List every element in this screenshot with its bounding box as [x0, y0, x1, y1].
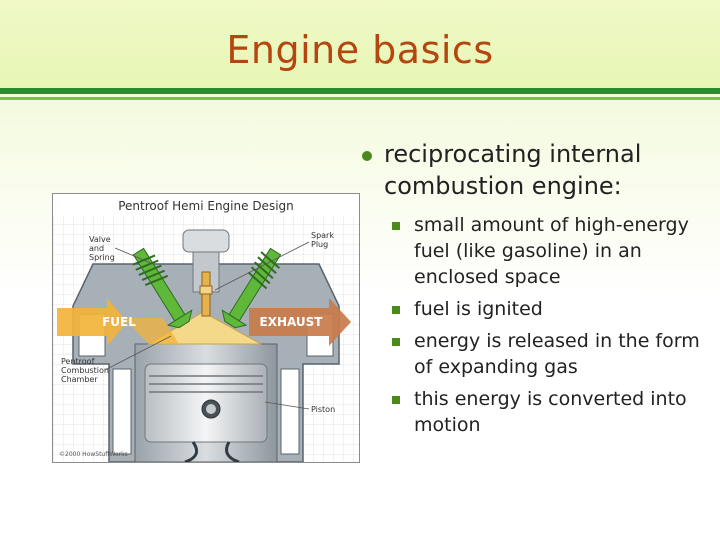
- chamber-leader: [104, 335, 172, 371]
- valve-cover: [182, 229, 230, 253]
- sub-bullet-item: fuel is ignited: [392, 296, 710, 322]
- spark-plug-leader: [214, 241, 310, 291]
- piston-label: Piston: [311, 405, 335, 414]
- title-band: [0, 0, 720, 90]
- fuel-label: FUEL: [102, 315, 136, 329]
- piston-pin-center: [206, 404, 216, 414]
- rod-right: [225, 441, 240, 462]
- diagram-header: [53, 194, 359, 216]
- sub-bullet-marker: [392, 396, 400, 404]
- sub-bullet-item: energy is released in the form of expand…: [392, 328, 710, 380]
- sub-bullet-text: energy is released in the form of expand…: [414, 330, 700, 378]
- diagram-title: Pentroof Hemi Engine Design: [118, 199, 294, 213]
- main-bullet-text: reciprocating internal combustion engine…: [384, 140, 642, 200]
- combustion-chamber: [147, 311, 262, 345]
- spark-plug-hex: [199, 285, 213, 295]
- rod-left: [184, 441, 199, 462]
- valve-spring-leader: [114, 247, 154, 265]
- fuel-flow: [123, 318, 179, 344]
- sub-bullet-list: small amount of high-energy fuel (like g…: [360, 212, 710, 438]
- title-rule-thin: [0, 97, 720, 100]
- exhaust-arrow: [249, 298, 351, 346]
- main-bullet-dot: [362, 151, 372, 161]
- jacket-lower-left: [112, 368, 132, 455]
- sub-bullet-text: fuel is ignited: [414, 298, 543, 320]
- sub-bullet-marker: [392, 306, 400, 314]
- sub-bullet-item: small amount of high-energy fuel (like g…: [392, 212, 710, 290]
- sub-bullet-marker: [392, 338, 400, 346]
- title-rule-thick: [0, 88, 720, 94]
- main-bullet: reciprocating internal combustion engine…: [360, 138, 710, 202]
- engine-diagram-svg: Pentroof Hemi Engine Design: [53, 194, 359, 462]
- sub-bullet-text: this energy is converted into motion: [414, 388, 687, 436]
- bullet-list: reciprocating internal combustion engine…: [360, 138, 710, 444]
- jacket-lower-right: [280, 368, 300, 455]
- engine-diagram: Pentroof Hemi Engine Design: [52, 193, 360, 463]
- sub-bullet-marker: [392, 222, 400, 230]
- piston-leader: [264, 401, 310, 410]
- sub-bullet-text: small amount of high-energy fuel (like g…: [414, 214, 689, 288]
- valve-spring-label: Valve and Spring: [89, 235, 115, 262]
- intake-valve: [132, 247, 193, 329]
- spark-plug-label: Spark Plug: [311, 231, 337, 249]
- diagram-credit: ©2000 HowStuffWorks: [59, 451, 128, 458]
- exhaust-label: EXHAUST: [260, 315, 324, 329]
- fuel-arrow: [57, 298, 127, 346]
- slide-title: Engine basics: [226, 28, 494, 72]
- chamber-label: Pentroof Combustion Chamber: [61, 357, 111, 384]
- sub-bullet-item: this energy is converted into motion: [392, 386, 710, 438]
